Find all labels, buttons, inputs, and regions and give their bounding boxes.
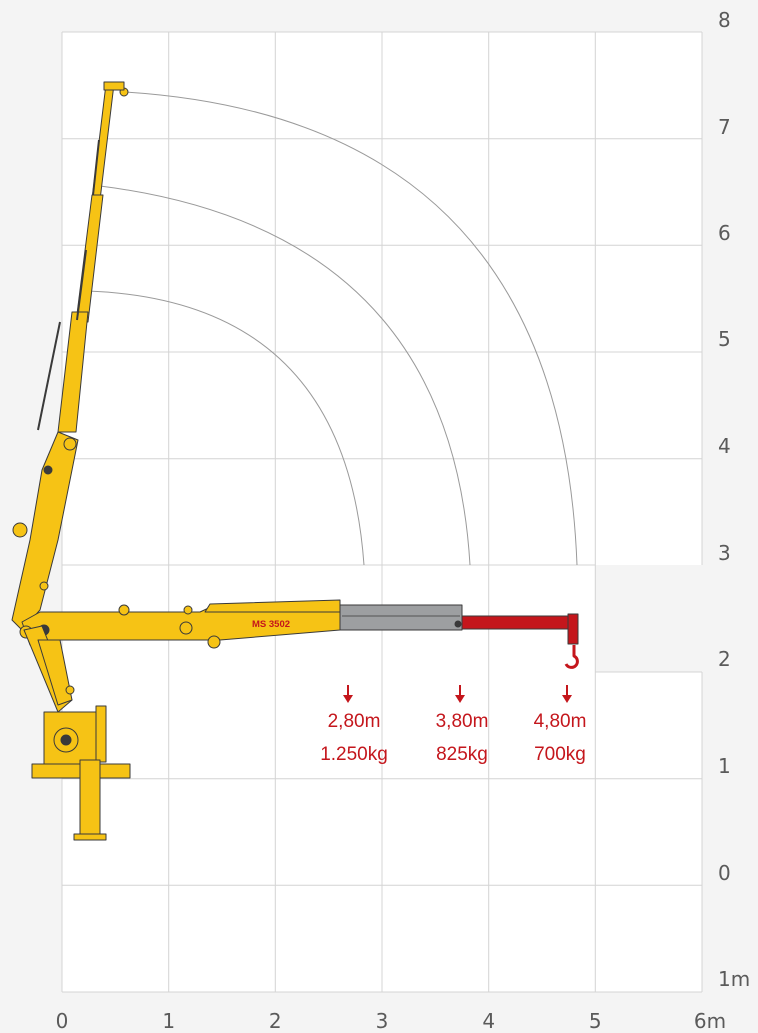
boom-section-3 <box>57 311 89 433</box>
y-tick-label: 6 <box>718 221 731 245</box>
x-tick-label: 0 <box>56 1009 69 1033</box>
boom-jib <box>461 615 573 630</box>
y-tick-label: 8 <box>718 8 731 32</box>
y-tick-label: 0 <box>718 861 731 885</box>
stabilizer-leg <box>79 759 101 839</box>
load-reach-label: 2,80m <box>328 711 381 732</box>
y-axis-labels: 8 7 6 5 4 3 2 1 0 1m <box>718 8 750 991</box>
boom-extension <box>339 604 463 631</box>
grid <box>61 31 703 993</box>
load-arrow-1 <box>343 685 353 703</box>
y-tick-label: 1 <box>718 754 731 778</box>
x-tick-label: 6m <box>694 1009 726 1033</box>
reach-arcs <box>86 91 578 566</box>
x-axis-labels: 0 1 2 3 4 5 6m <box>56 1009 726 1033</box>
y-tick-label: 3 <box>718 541 731 565</box>
load-labels: 2,80m 1.250kg 3,80m 825kg 4,80m 700kg <box>320 711 586 765</box>
x-tick-label: 1 <box>162 1009 175 1033</box>
load-capacity-label: 825kg <box>436 744 488 765</box>
y-tick-label: 7 <box>718 115 731 139</box>
y-tick-label: 5 <box>718 327 731 351</box>
load-reach-label: 3,80m <box>436 711 489 732</box>
load-reach-label: 4,80m <box>534 711 587 732</box>
y-tick-label: 4 <box>718 434 731 458</box>
crane-illustration: MS 3502 <box>11 81 579 841</box>
load-arrow-3 <box>562 685 572 703</box>
load-arrow-2 <box>455 685 465 703</box>
load-arrows <box>343 685 572 703</box>
load-capacity-label: 1.250kg <box>320 744 388 765</box>
y-tick-label: 1m <box>718 967 750 991</box>
load-capacity-label: 700kg <box>534 744 586 765</box>
crane-model-label: MS 3502 <box>252 619 290 630</box>
x-tick-label: 5 <box>589 1009 602 1033</box>
crane-hook <box>564 645 579 669</box>
x-tick-label: 4 <box>482 1009 495 1033</box>
x-tick-label: 2 <box>269 1009 282 1033</box>
x-tick-label: 3 <box>376 1009 389 1033</box>
y-tick-label: 2 <box>718 647 731 671</box>
